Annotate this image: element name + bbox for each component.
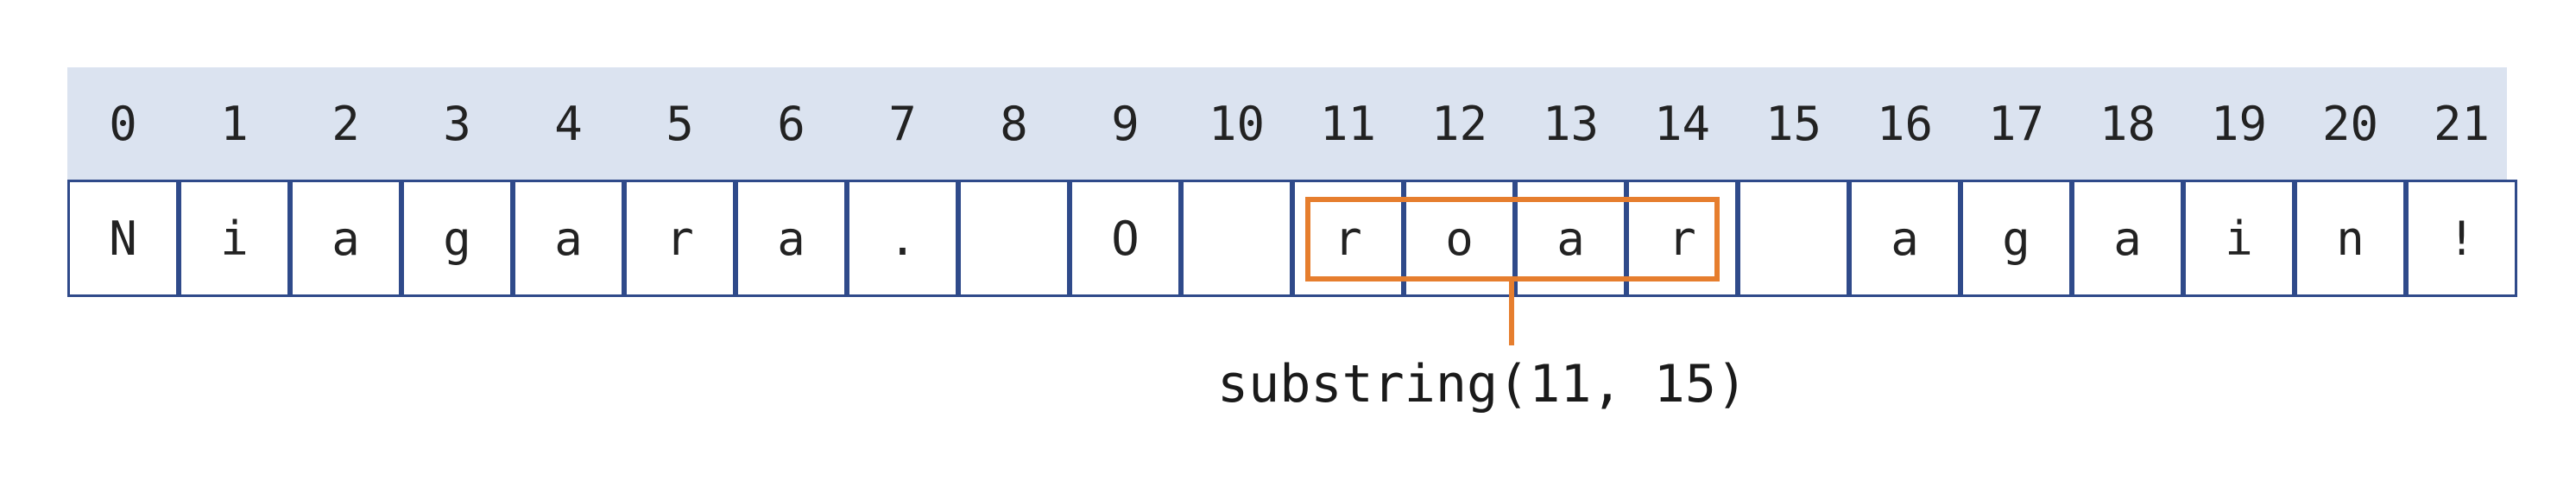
char-cell: a: [1515, 180, 1626, 297]
index-label: 7: [888, 96, 917, 151]
char-cell: a: [2072, 180, 2183, 297]
index-label: 9: [1111, 96, 1140, 151]
index-label: 4: [554, 96, 583, 151]
char-cell: !: [2406, 180, 2517, 297]
highlight-connector-line: [1509, 281, 1514, 345]
char-cell: a: [290, 180, 401, 297]
char-cell: [958, 180, 1070, 297]
char-cell: O: [1070, 180, 1181, 297]
char-cell: o: [1404, 180, 1515, 297]
index-label: 12: [1430, 96, 1488, 151]
index-label: 19: [2210, 96, 2268, 151]
index-label: 3: [443, 96, 471, 151]
index-label: 13: [1542, 96, 1600, 151]
char-cell: [1181, 180, 1292, 297]
char-cell: i: [2183, 180, 2295, 297]
char-cell: g: [401, 180, 513, 297]
index-label: 6: [777, 96, 805, 151]
index-label: 14: [1653, 96, 1711, 151]
index-label: 16: [1876, 96, 1934, 151]
char-cell: r: [1626, 180, 1738, 297]
index-label: 11: [1319, 96, 1377, 151]
index-band: [67, 67, 2507, 180]
index-label: 20: [2321, 96, 2379, 151]
index-label: 5: [666, 96, 694, 151]
index-label: 10: [1208, 96, 1266, 151]
index-label: 15: [1765, 96, 1822, 151]
char-cell: a: [513, 180, 624, 297]
char-cell: a: [1849, 180, 1960, 297]
index-label: 18: [2099, 96, 2156, 151]
index-label: 8: [1000, 96, 1028, 151]
index-label: 2: [331, 96, 360, 151]
substring-call-label: substring(11, 15): [1217, 354, 1748, 414]
index-label: 0: [109, 96, 137, 151]
char-cell: .: [847, 180, 958, 297]
char-cell: N: [67, 180, 179, 297]
index-label: 1: [220, 96, 249, 151]
char-cell: n: [2295, 180, 2406, 297]
char-cell: g: [1960, 180, 2072, 297]
index-label: 21: [2433, 96, 2491, 151]
char-cell: i: [179, 180, 290, 297]
index-label: 17: [1987, 96, 2045, 151]
char-cell: r: [1292, 180, 1404, 297]
char-cell: a: [736, 180, 847, 297]
char-cell: [1738, 180, 1849, 297]
char-cell: r: [624, 180, 736, 297]
